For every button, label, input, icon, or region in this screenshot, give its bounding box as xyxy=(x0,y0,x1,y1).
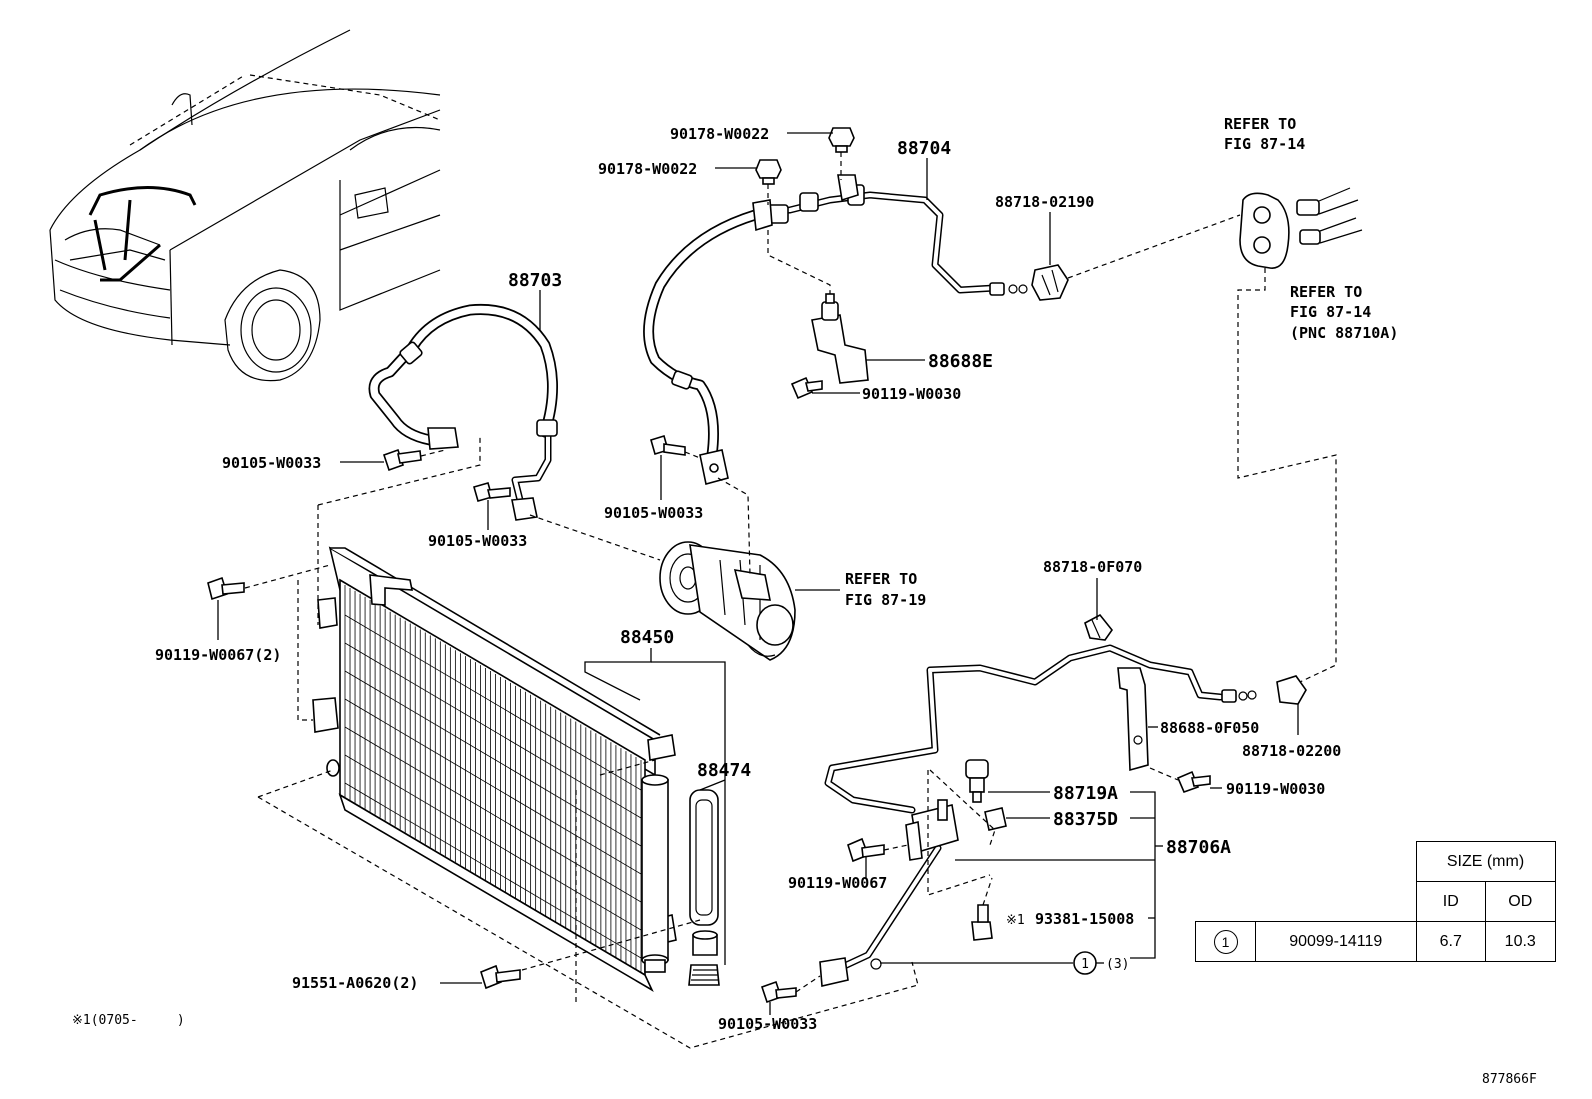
table-row: 1 90099-14119 6.7 10.3 xyxy=(1195,921,1556,962)
label-88704: 88704 xyxy=(897,138,951,159)
bolt-90119-w0067[interactable] xyxy=(847,837,885,863)
label-90105-bottom: 90105-W0033 xyxy=(718,1015,817,1033)
label-88450: 88450 xyxy=(620,627,674,648)
label-90178-b: 90178-W0022 xyxy=(598,160,697,178)
grommet-plate[interactable] xyxy=(1239,187,1363,269)
bracket-88688e[interactable] xyxy=(811,293,869,384)
discharge-hose-88703[interactable] xyxy=(368,303,558,521)
condenser-88450[interactable] xyxy=(312,546,677,992)
refer-87-14-a-line2: FIG 87-14 xyxy=(1224,135,1305,153)
connector-88718-02190[interactable] xyxy=(1031,264,1069,301)
condenser-tube xyxy=(344,698,642,875)
label-88718-02190: 88718-02190 xyxy=(995,193,1094,211)
label-91551: 91551-A0620(2) xyxy=(292,974,418,992)
label-88718-02200: 88718-02200 xyxy=(1242,742,1341,760)
pressure-switch-88719a[interactable] xyxy=(965,759,989,803)
figure-code: 877866F xyxy=(1482,1072,1537,1087)
col-od: OD xyxy=(1485,881,1556,922)
condenser-tube xyxy=(344,726,642,903)
label-88718-0f070: 88718-0F070 xyxy=(1043,558,1142,576)
label-88703: 88703 xyxy=(508,270,562,291)
label-88688e: 88688E xyxy=(928,351,993,372)
footnote: ※1(0705- ) xyxy=(72,1013,185,1028)
cap-88375d[interactable] xyxy=(984,807,1007,831)
clamp-88718-0f070[interactable] xyxy=(1084,613,1113,641)
bolt-90105-mid[interactable] xyxy=(473,482,511,502)
label-90105-mid: 90105-W0033 xyxy=(428,532,527,550)
label-90105-upper: 90105-W0033 xyxy=(604,504,703,522)
receiver-tank[interactable] xyxy=(641,774,669,973)
callout-1-qty: (3) xyxy=(1106,957,1129,972)
refer-87-14-b-line2: FIG 87-14 xyxy=(1290,303,1371,321)
condenser-tube xyxy=(344,754,642,931)
bolt-90105-left[interactable] xyxy=(382,448,422,472)
size-table: SIZE (mm) ID OD 1 90099-14119 6.7 10.3 xyxy=(1195,841,1556,962)
bolt-93381[interactable] xyxy=(971,904,993,941)
dryer-88474[interactable] xyxy=(688,789,720,986)
mark1-note: ※1 xyxy=(1006,913,1025,928)
refer-87-14-b-line3: (PNC 88710A) xyxy=(1290,324,1398,342)
refer-87-19-line1: REFER TO xyxy=(845,570,917,588)
suction-hose-88704[interactable] xyxy=(643,174,1028,485)
label-88688-0f050: 88688-0F050 xyxy=(1160,719,1259,737)
label-88474: 88474 xyxy=(697,760,751,781)
label-90119-w0030-low: 90119-W0030 xyxy=(1226,780,1325,798)
bracket-88688-0f050[interactable] xyxy=(1117,667,1149,772)
label-90105-left: 90105-W0033 xyxy=(222,454,321,472)
bolt-90105-bottom[interactable] xyxy=(760,980,797,1004)
condenser-tube xyxy=(344,642,642,819)
condenser-tube xyxy=(344,670,642,847)
vehicle-illustration xyxy=(49,29,441,382)
connector-88718-02200[interactable] xyxy=(1276,675,1307,705)
refer-87-19-line2: FIG 87-19 xyxy=(845,591,926,609)
size-header: SIZE (mm) xyxy=(1415,841,1556,882)
condenser-tube xyxy=(344,614,642,791)
callout-1-number: 1 xyxy=(1081,957,1089,972)
label-90119-w0067-2: 90119-W0067(2) xyxy=(155,646,281,664)
label-88375d: 88375D xyxy=(1053,809,1118,830)
row-od: 10.3 xyxy=(1485,921,1556,962)
compressor[interactable] xyxy=(659,541,796,661)
refer-87-14-a-line1: REFER TO xyxy=(1224,115,1296,133)
nut-90178-a[interactable] xyxy=(828,127,855,153)
label-90178-a: 90178-W0022 xyxy=(670,125,769,143)
callout-1: 1 (3) xyxy=(1073,951,1129,975)
row-id: 6.7 xyxy=(1415,921,1486,962)
pipe-88706a[interactable] xyxy=(819,644,1257,987)
row-key-cell: 1 xyxy=(1195,921,1256,962)
bolt-90119-w0030-low[interactable] xyxy=(1176,770,1211,794)
condenser-tube xyxy=(344,782,642,959)
bolt-91551[interactable] xyxy=(480,964,521,990)
label-90119-w0030-top: 90119-W0030 xyxy=(862,385,961,403)
label-90119-w0067: 90119-W0067 xyxy=(788,874,887,892)
row-key: 1 xyxy=(1213,929,1238,954)
col-id: ID xyxy=(1415,881,1486,922)
bolt-90105-upper[interactable] xyxy=(650,434,686,456)
bolt-90119-w0067-2[interactable] xyxy=(207,576,245,601)
label-93381: 93381-15008 xyxy=(1035,910,1134,928)
bolt-90119-w0030-top[interactable] xyxy=(790,376,823,400)
label-88706a: 88706A xyxy=(1166,837,1231,858)
leader-lines xyxy=(217,132,1299,1015)
label-88719a: 88719A xyxy=(1053,783,1118,804)
nut-90178-b[interactable] xyxy=(755,159,782,185)
refer-87-14-b-line1: REFER TO xyxy=(1290,283,1362,301)
row-part: 90099-14119 xyxy=(1255,921,1417,962)
